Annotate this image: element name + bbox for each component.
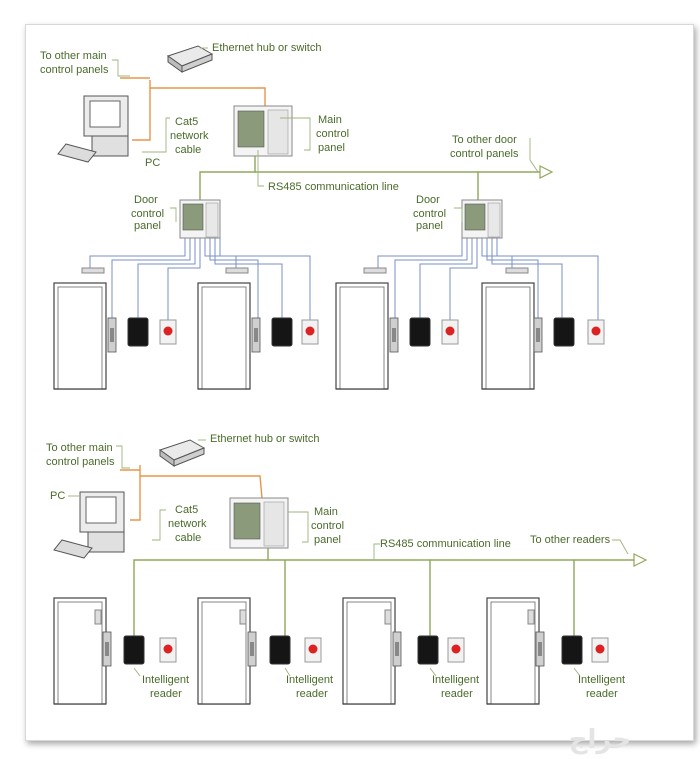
top-exit-button-3 <box>441 319 459 345</box>
top-door-sensor-2 <box>225 267 249 274</box>
bottom-hub-label: Ethernet hub or switch <box>210 433 319 445</box>
top-main-panel-label: Main control panel <box>316 114 352 154</box>
top-network-cables <box>120 77 266 141</box>
bottom-exit-button-3 <box>447 637 465 663</box>
top-arrow-door-panels <box>539 165 554 179</box>
top-to-door-panels-label: To other door control panels <box>450 134 520 160</box>
top-door-panel-right-label: Door control panel <box>413 194 449 232</box>
top-door-1 <box>53 282 107 390</box>
top-cat5-label: Cat5 network cable <box>170 116 212 156</box>
top-door-wiring <box>89 238 599 320</box>
bottom-lock-4 <box>535 631 545 667</box>
top-lock-2 <box>251 317 261 353</box>
top-door-panel-left-icon <box>179 199 221 239</box>
bottom-reader-label-3: Intelligent reader <box>432 674 482 700</box>
top-door-sensor-1 <box>81 267 105 274</box>
bottom-lock-1 <box>102 631 112 667</box>
top-door-panel-right-icon <box>461 199 503 239</box>
bottom-rs485-label: RS485 communication line <box>380 538 511 550</box>
top-hub-icon <box>167 45 213 73</box>
top-pc-icon <box>57 95 129 163</box>
bottom-exit-button-4 <box>591 637 609 663</box>
top-lock-1 <box>107 317 117 353</box>
bottom-reader-1 <box>123 635 145 665</box>
bottom-to-readers-label: To other readers <box>530 534 611 546</box>
top-door-sensor-4 <box>505 267 529 274</box>
top-exit-button-2 <box>301 319 319 345</box>
top-door-4 <box>481 282 535 390</box>
watermark-logo: حراج <box>569 725 632 755</box>
bottom-door-sensor-4 <box>527 609 535 625</box>
top-rs485-line <box>199 152 540 200</box>
bottom-reader-3 <box>417 635 439 665</box>
top-reader-4 <box>553 317 575 347</box>
top-main-panel-icon <box>233 105 293 157</box>
bottom-lock-2 <box>247 631 257 667</box>
top-door-panel-left-label: Door control panel <box>131 194 167 232</box>
bottom-door-sensor-3 <box>384 609 392 625</box>
bottom-network-cables <box>120 465 263 521</box>
top-reader-1 <box>127 317 149 347</box>
top-reader-2 <box>271 317 293 347</box>
top-hub-label: Ethernet hub or switch <box>212 42 321 54</box>
top-lock-3 <box>389 317 399 353</box>
bottom-hub-icon <box>159 439 205 467</box>
bottom-to-main-panels-label: To other main control panels <box>46 442 116 468</box>
top-to-main-panels-label: To other main control panels <box>40 50 110 76</box>
top-lock-4 <box>533 317 543 353</box>
bottom-cat5-label: Cat5 network cable <box>168 504 210 544</box>
bottom-reader-label-1: Intelligent reader <box>142 674 192 700</box>
bottom-pc-label: PC <box>50 490 65 502</box>
bottom-reader-label-4: Intelligent reader <box>578 674 628 700</box>
bottom-exit-button-1 <box>159 637 177 663</box>
bottom-rs485-line <box>133 544 634 638</box>
bottom-door-sensor-2 <box>239 609 247 625</box>
bottom-lock-3 <box>392 631 402 667</box>
bottom-leader-lines <box>68 439 629 677</box>
bottom-arrow-readers <box>633 553 648 567</box>
top-door-2 <box>197 282 251 390</box>
bottom-exit-button-2 <box>304 637 322 663</box>
top-pc-label: PC <box>145 157 160 169</box>
bottom-reader-label-2: Intelligent reader <box>286 674 336 700</box>
top-leader-lines <box>112 47 539 222</box>
bottom-reader-2 <box>269 635 291 665</box>
top-exit-button-1 <box>159 319 177 345</box>
bottom-reader-4 <box>561 635 583 665</box>
top-reader-3 <box>409 317 431 347</box>
top-rs485-label: RS485 communication line <box>268 181 399 193</box>
top-door-sensor-3 <box>363 267 387 274</box>
bottom-main-panel-icon <box>229 497 289 549</box>
top-exit-button-4 <box>587 319 605 345</box>
top-door-3 <box>335 282 389 390</box>
bottom-main-panel-label: Main control panel <box>311 506 347 546</box>
bottom-door-sensor-1 <box>94 609 102 625</box>
